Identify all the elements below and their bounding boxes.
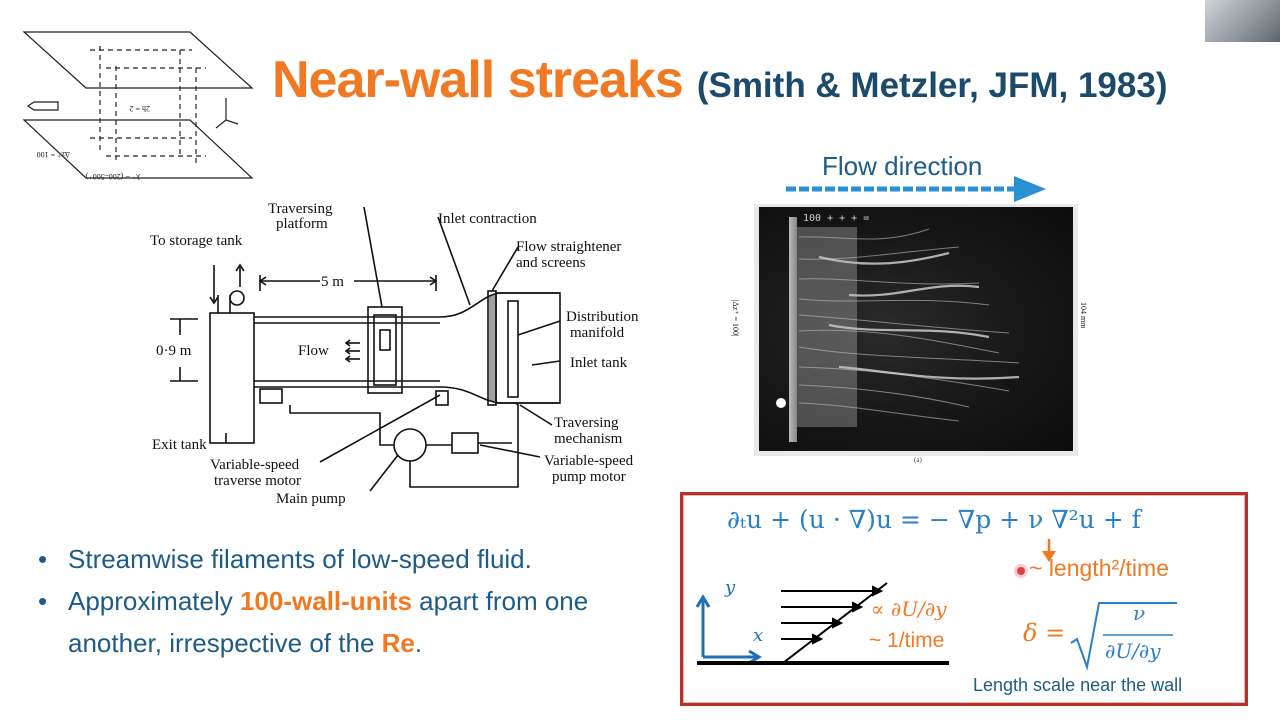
square-root-sign-icon (1070, 602, 1177, 671)
streak-pattern: 100 + + + = (776, 213, 1020, 442)
main-pump-shape (393, 428, 427, 462)
photo-left-scale: |Δz⁺ = 100| (731, 300, 740, 337)
label-height: 0·9 m (156, 343, 192, 359)
svg-text:Δz⁺ = 100: Δz⁺ = 100 (37, 150, 70, 159)
axis-y-label: y (725, 577, 736, 598)
slide-title: Near-wall streaks (Smith & Metzler, JFM, … (272, 50, 1167, 110)
shear-rate: ∝ ∂U/∂y (871, 597, 947, 621)
label-inlet-tank: Inlet tank (570, 355, 628, 371)
label-main-pump: Main pump (276, 491, 346, 507)
label-inlet-contraction: Inlet contraction (438, 211, 537, 227)
down-arrow-icon (1042, 539, 1056, 562)
photo-top-marks: 100 + + + = (803, 213, 869, 224)
coordinate-planes-sketch: 2h = 2 Δz⁺ = 100 λ⁺ = (200–500⁺) (22, 31, 254, 181)
bullet-list: • Streamwise filaments of low-speed flui… (38, 538, 678, 664)
label-length: 5 m (321, 274, 344, 290)
bullet-text: Approximately 100-wall-units apart from … (68, 586, 589, 658)
flow-direction-arrow-icon (786, 176, 1046, 202)
bullet-item: • Approximately 100-wall-units apart fro… (38, 580, 678, 664)
delta-lhs: δ = (1023, 619, 1066, 647)
length-scale-caption: Length scale near the wall (973, 675, 1183, 695)
title-main: Near-wall streaks (272, 51, 684, 109)
streak-photograph: 100 + + + = |Δz⁺ = 100| 104 mm (a) (731, 204, 1088, 464)
delta-numerator: ν (1133, 601, 1146, 625)
bullet-item: • Streamwise filaments of low-speed flui… (38, 538, 678, 580)
axis-x-label: x (753, 625, 764, 646)
flow-direction-label: Flow direction (822, 151, 983, 181)
svg-text:λ⁺ = (200–500⁺): λ⁺ = (200–500⁺) (86, 172, 141, 181)
label-to-storage-tank: To storage tank (150, 233, 243, 249)
bullet-dot-icon: • (38, 544, 48, 574)
viscosity-units: ~ length²/time (1029, 555, 1169, 581)
exit-tank-shape (209, 312, 255, 444)
laser-pointer-icon (1017, 567, 1025, 575)
highlight-re: Re (381, 628, 415, 658)
title-citation: (Smith & Metzler, JFM, 1983) (696, 66, 1168, 105)
bullet-text: Streamwise filaments of low-speed fluid. (68, 544, 532, 574)
equation-box: ∂ₜu + (u · ∇)u = − ∇p + ν ∇²u + f ~ leng… (680, 492, 1248, 706)
svg-text:2h = 2: 2h = 2 (129, 104, 150, 113)
label-flow: Flow (298, 343, 329, 359)
flow-arrow-icon (26, 101, 59, 111)
upper-plane (22, 31, 254, 89)
webcam-thumbnail (1205, 0, 1280, 42)
photo-side-scale: 104 mm (1079, 302, 1088, 329)
shear-units: ~ 1/time (869, 629, 945, 652)
navier-stokes-equation: ∂ₜu + (u · ∇)u = − ∇p + ν ∇²u + f (727, 505, 1141, 534)
highlight-wall-units: 100-wall-units (239, 586, 412, 616)
delta-denominator: ∂U/∂y (1105, 639, 1161, 663)
lower-plane (22, 119, 254, 179)
label-exit-tank: Exit tank (152, 437, 207, 453)
shear-flow-sketch (695, 582, 949, 665)
bullet-dot-icon: • (38, 586, 48, 616)
photo-caption: (a) (914, 456, 922, 464)
